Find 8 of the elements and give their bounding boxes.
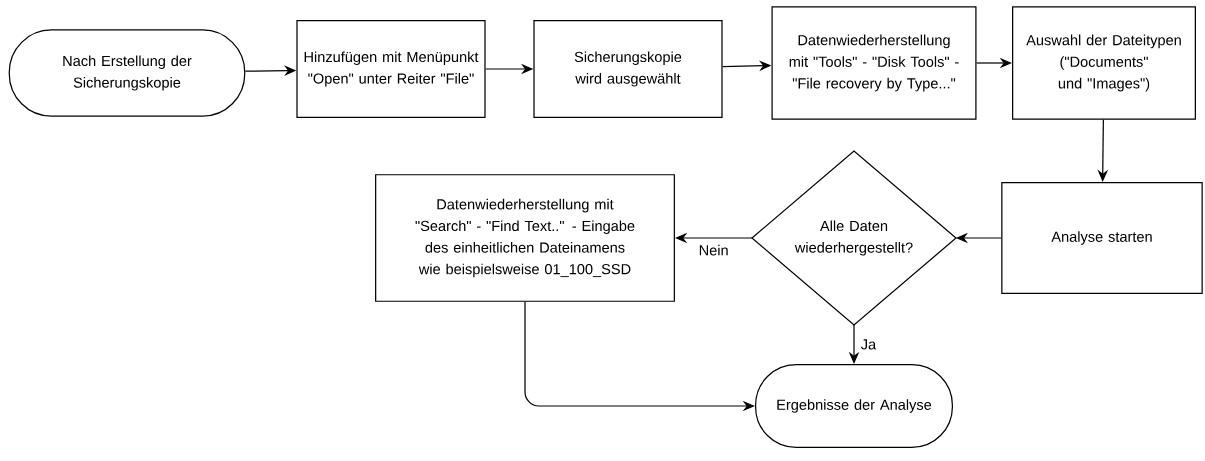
process-box: Auswahl der Dateitypen ("Documents" und "Images") (1012, 6, 1196, 120)
process-box: Sicherungskopie wird ausgewählt (533, 20, 723, 118)
process-box: Datenwiederherstellung mit "Search" - "Find Text.." - Eingabe des einheitlichen Dateinamens wie beispielsweise 01_100_SSD (375, 174, 675, 302)
process-box: Analyse starten (1001, 182, 1203, 294)
process-box: Datenwiederherstellung mit "Tools" - "Disk Tools" - "File recovery by Type..." (771, 6, 977, 120)
edge-label: Nein (696, 242, 732, 259)
process-box: Hinzufügen mit Menüpunkt "Open" unter Reiter "File" (296, 20, 486, 118)
edge-label: Ja (858, 336, 879, 353)
